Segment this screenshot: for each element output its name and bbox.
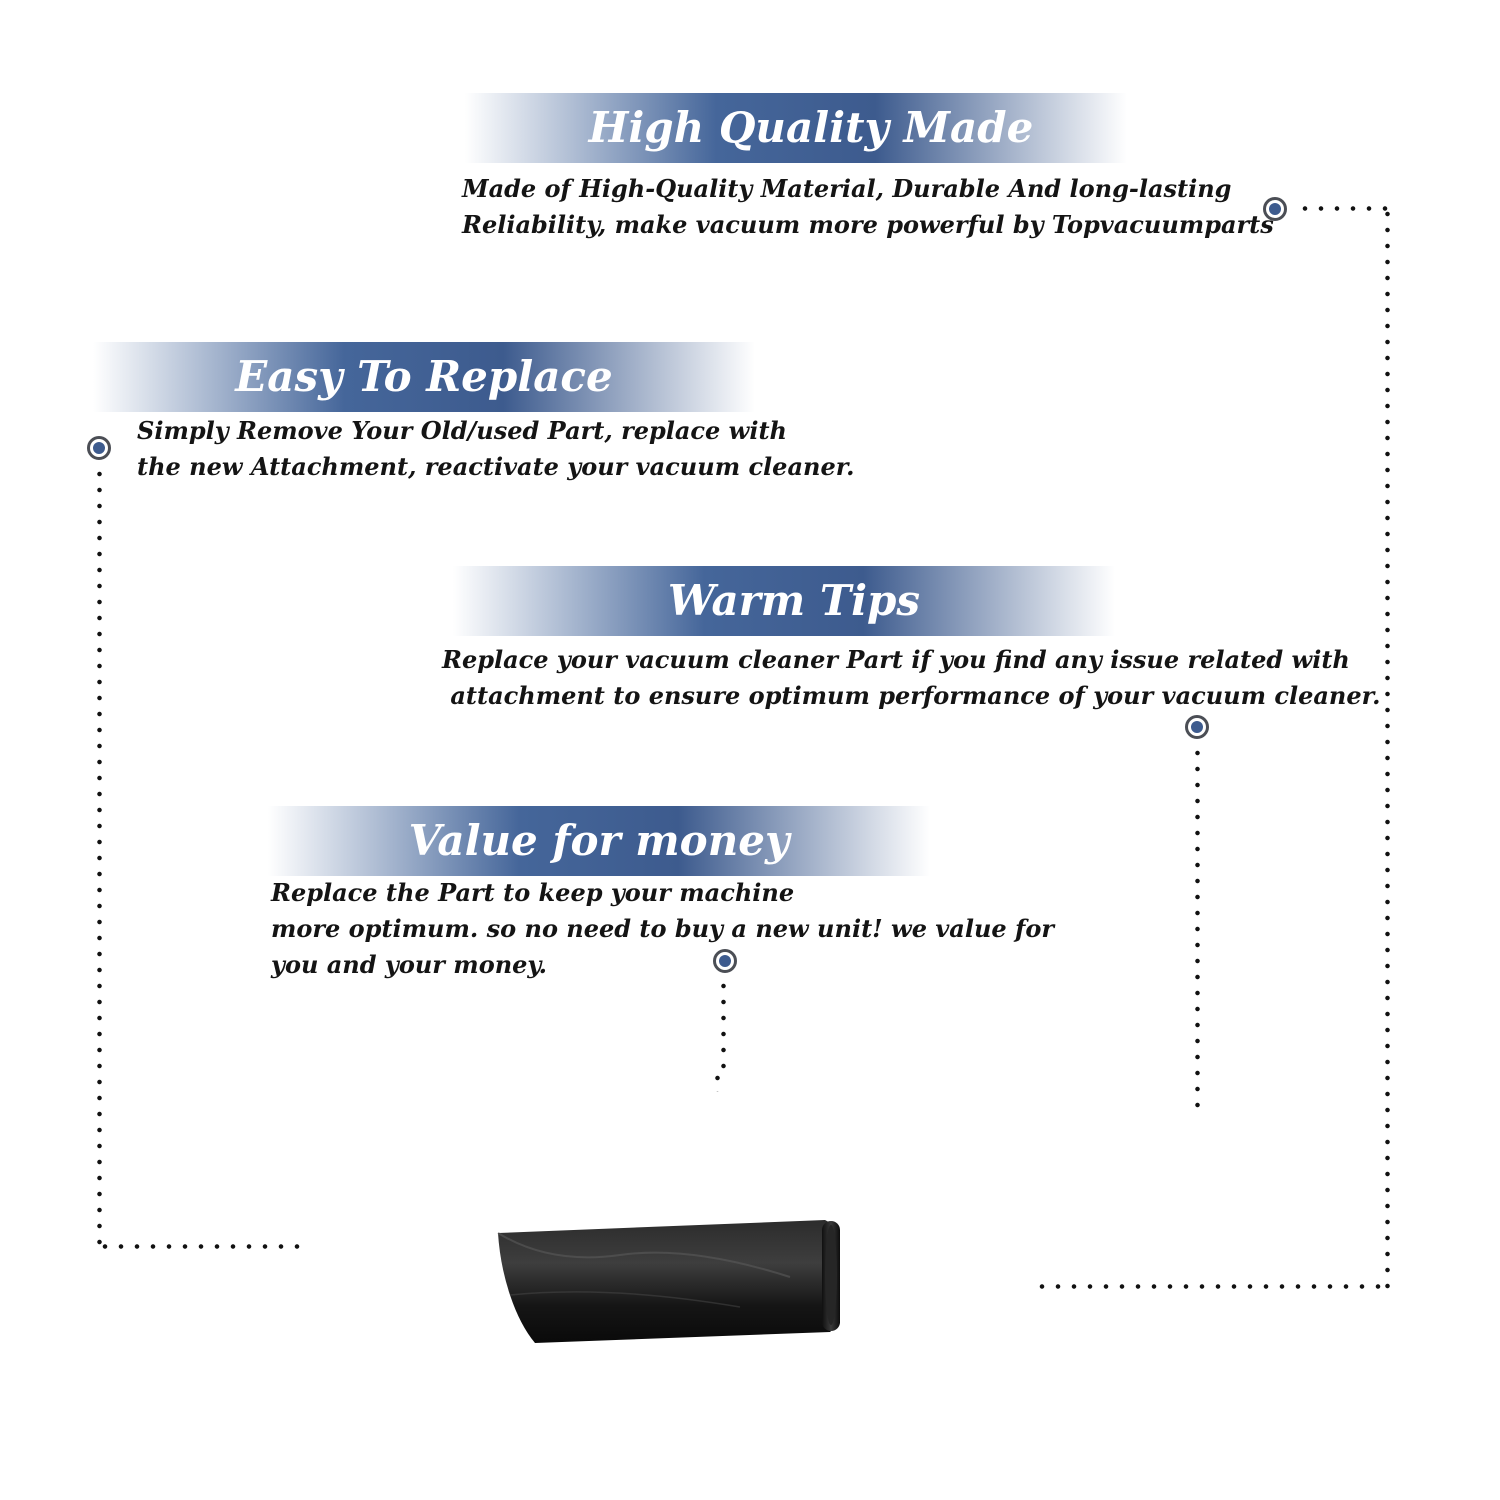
section-description: Replace your vacuum cleaner Part if you … — [442, 642, 1380, 714]
description-line: attachment to ensure optimum performance… — [442, 681, 1381, 710]
connector-dotted-line — [721, 978, 726, 1074]
connector-dotted-line — [1297, 206, 1393, 211]
description-line: Simply Remove Your Old/used Part, replac… — [137, 416, 787, 445]
section-description: Replace the Part to keep your machine mo… — [271, 875, 1054, 983]
connector-dotted-line — [1195, 745, 1200, 1110]
connector-dotted-line — [97, 1244, 300, 1249]
description-line: Replace the Part to keep your machine — [271, 878, 795, 907]
connector-dotted-line — [1034, 1284, 1390, 1289]
marker-value-icon — [713, 949, 737, 973]
banner-high-quality-made: High Quality Made — [465, 93, 1127, 163]
description-line: Replace your vacuum cleaner Part if you … — [442, 645, 1350, 674]
section-title: Warm Tips — [667, 576, 921, 625]
section-title: Value for money — [408, 816, 790, 865]
section-description: Made of High-Quality Material, Durable A… — [462, 171, 1274, 243]
crevice-tool-attachment-icon — [497, 1220, 840, 1343]
marker-high-quality-icon — [1263, 197, 1287, 221]
connector-dotted-line — [97, 466, 102, 1251]
connector-dotted-line — [1385, 206, 1390, 1294]
description-line: the new Attachment, reactivate your vacu… — [137, 452, 855, 481]
description-line: Made of High-Quality Material, Durable A… — [462, 174, 1232, 203]
banner-easy-to-replace: Easy To Replace — [93, 342, 755, 412]
connector-dotted-line — [715, 1070, 720, 1092]
section-description: Simply Remove Your Old/used Part, replac… — [137, 413, 855, 485]
banner-value-for-money: Value for money — [268, 806, 930, 876]
marker-easy-replace-icon — [87, 436, 111, 460]
section-title: Easy To Replace — [235, 352, 613, 401]
banner-warm-tips: Warm Tips — [453, 566, 1115, 636]
description-line: you and your money. — [271, 950, 547, 979]
section-title: High Quality Made — [588, 103, 1034, 152]
description-line: more optimum. so no need to buy a new un… — [271, 914, 1054, 943]
description-line: Reliability, make vacuum more powerful b… — [462, 210, 1274, 239]
marker-warm-tips-icon — [1185, 715, 1209, 739]
